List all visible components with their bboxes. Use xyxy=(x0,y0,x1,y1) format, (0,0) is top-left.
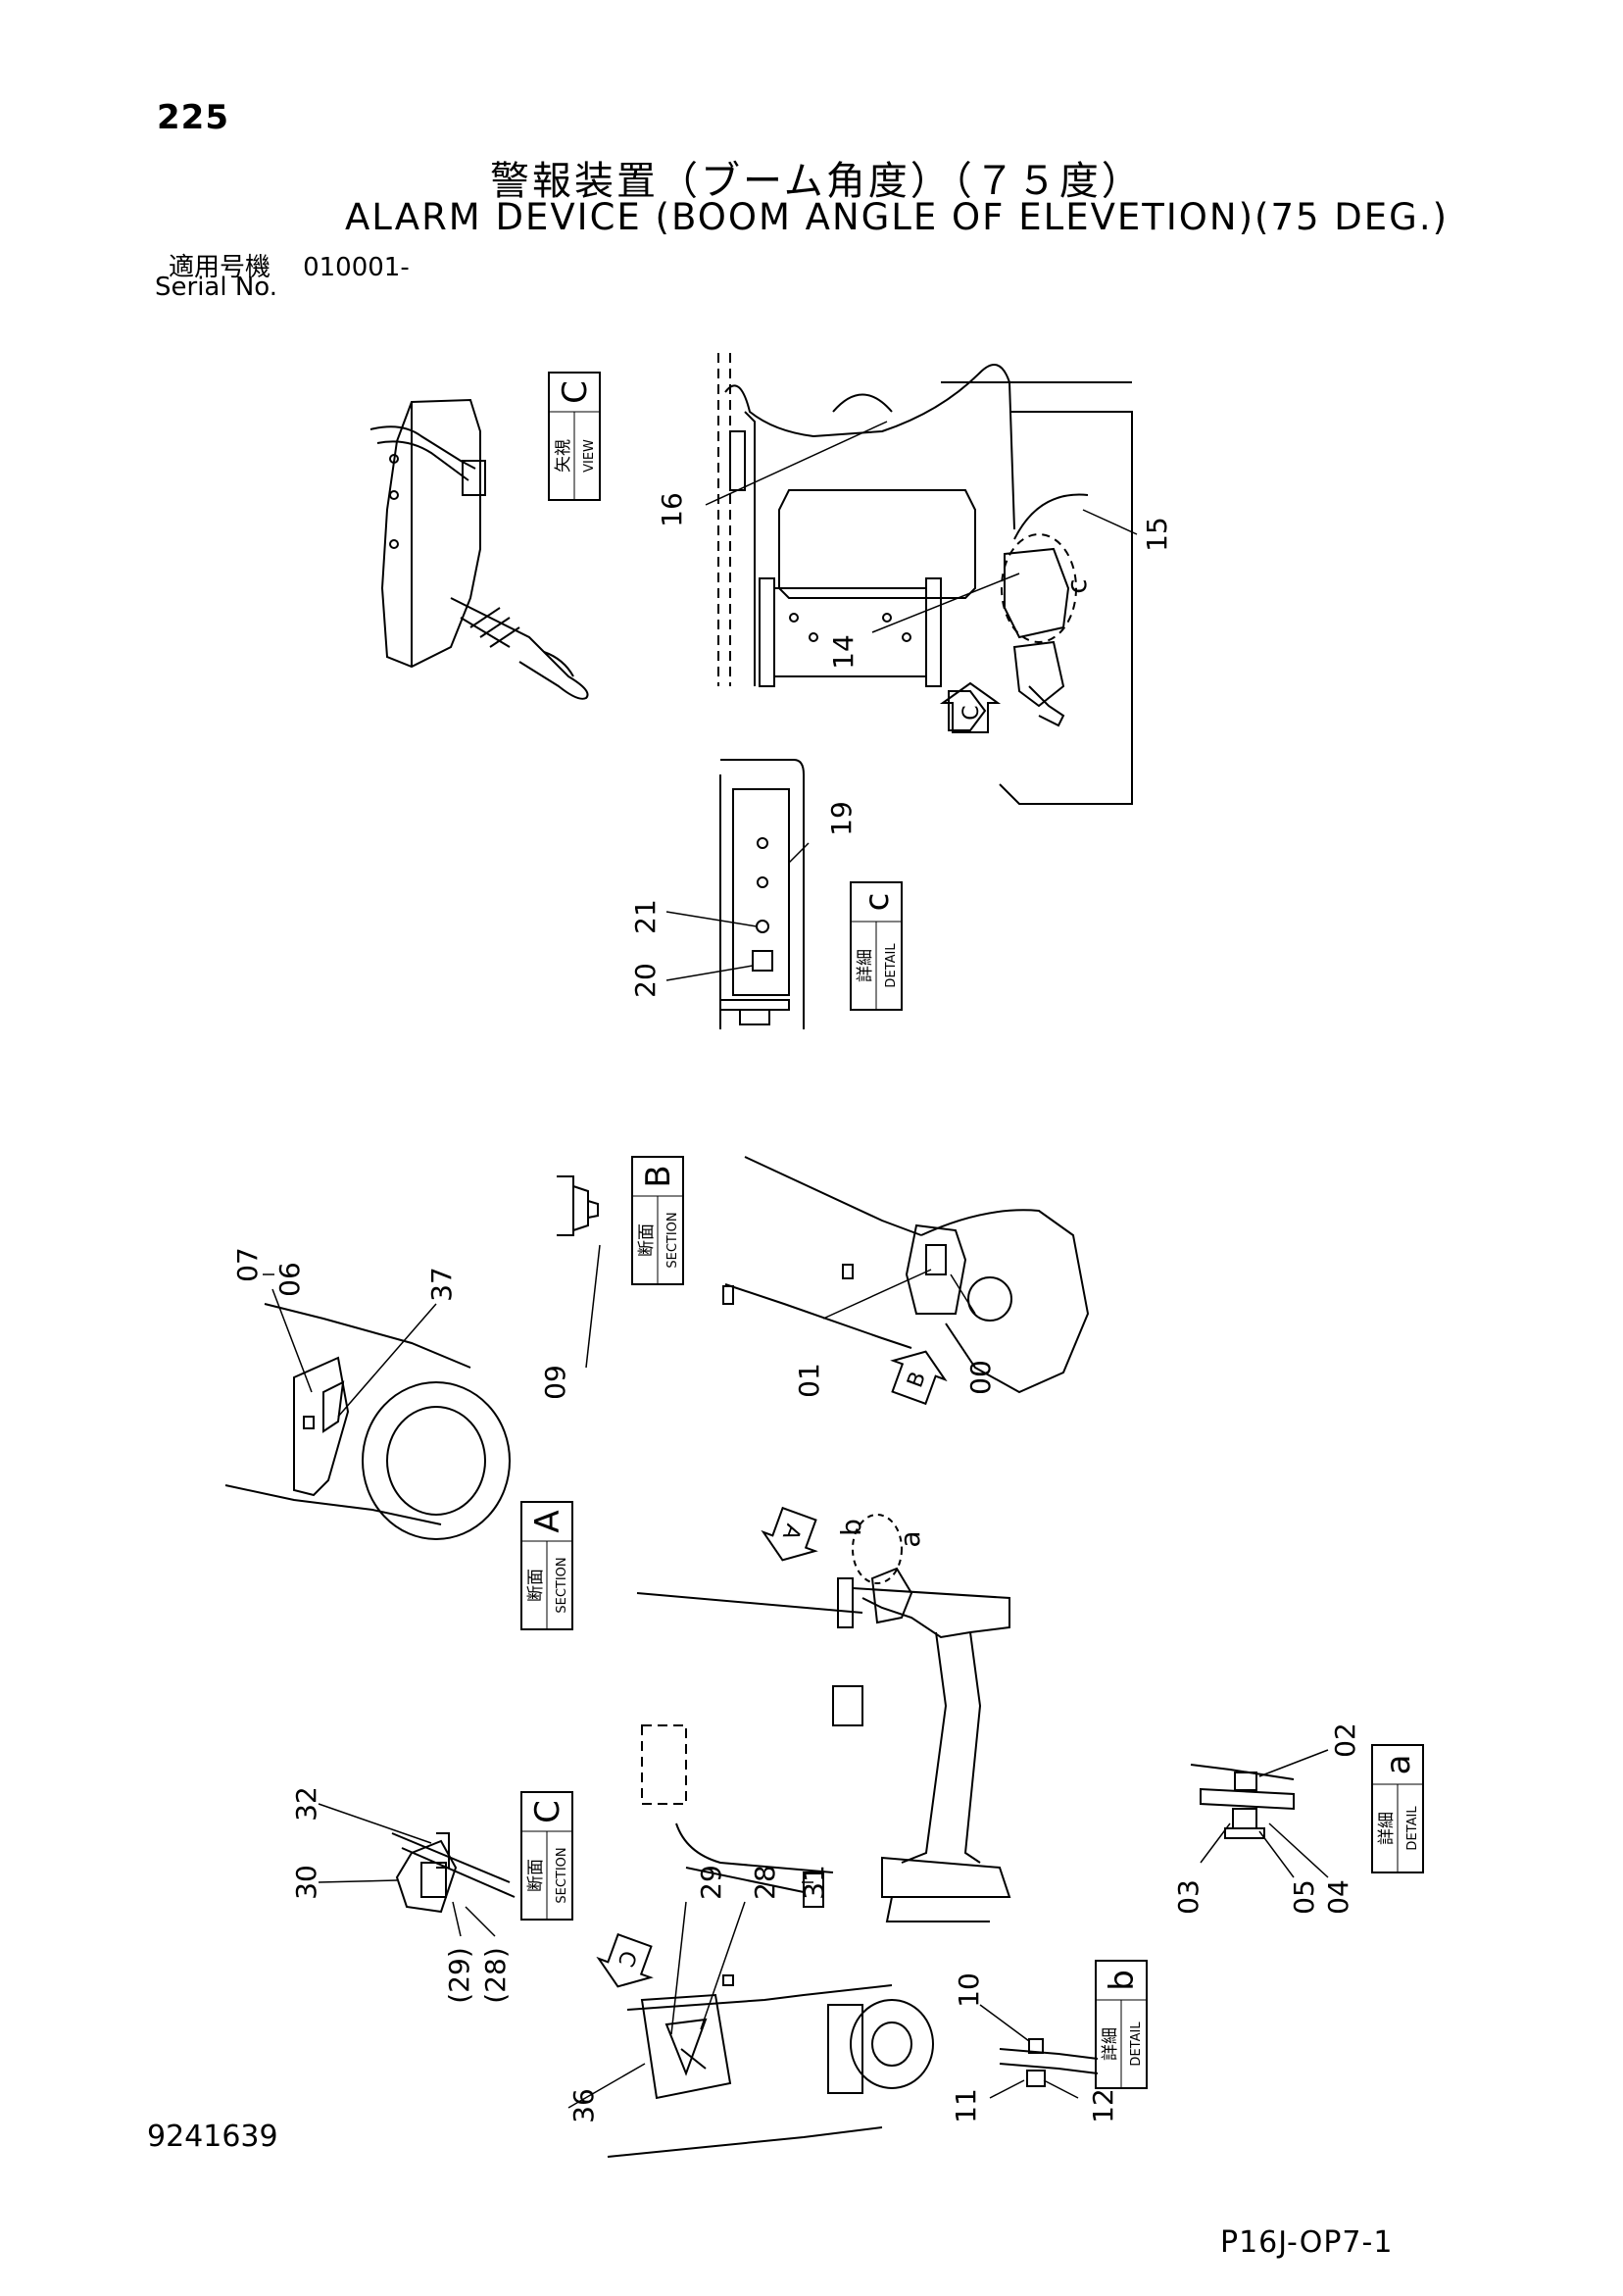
leader-lines-detail-b xyxy=(979,2004,1079,2099)
callout-a: a xyxy=(894,1530,926,1547)
callout-32: 32 xyxy=(290,1786,322,1822)
section-a-en: SECTION xyxy=(555,1557,569,1613)
detail-b-en: DETAIL xyxy=(1129,2021,1144,2067)
detail-b-jp: 詳細 xyxy=(1101,2027,1120,2061)
leader-lines-detail-c xyxy=(665,842,810,981)
section-a-letter: A xyxy=(528,1510,567,1532)
detail-c-en: DETAIL xyxy=(884,943,899,988)
detail-c-letter: c xyxy=(858,893,897,912)
document-number: 9241639 xyxy=(147,2120,278,2154)
view-c-en: VIEW xyxy=(582,439,597,473)
callout-28-paren: (28) xyxy=(479,1947,512,2003)
view-label-detail-b: 詳細 DETAIL b xyxy=(1095,1960,1148,2089)
callout-10: 10 xyxy=(953,1972,985,2008)
view-label-section-a: 断面 SECTION A xyxy=(520,1501,573,1630)
detail-c-jp: 詳細 xyxy=(856,949,875,982)
callout-01: 01 xyxy=(793,1363,825,1398)
serial-info: 適用号機 010001- xyxy=(169,247,410,283)
callout-b: b xyxy=(835,1519,867,1536)
callout-c: c xyxy=(1060,578,1093,593)
arrow-a: A xyxy=(761,1506,818,1562)
section-a-drawing xyxy=(224,1303,511,1540)
callout-00: 00 xyxy=(964,1360,997,1395)
serial-label-en: Serial No. xyxy=(155,273,277,302)
section-b-en: SECTION xyxy=(665,1212,680,1268)
leader-lines-detail-a xyxy=(1200,1749,1329,1878)
callout-21: 21 xyxy=(629,899,662,934)
detail-a-en: DETAIL xyxy=(1405,1806,1420,1851)
title-japanese: 警報装置（ブーム角度）（７５度） xyxy=(490,159,1144,204)
callout-37: 37 xyxy=(425,1267,458,1302)
detail-a-letter: a xyxy=(1379,1755,1418,1775)
lever-view-drawing xyxy=(369,398,589,700)
view-label-section-b: 断面 SECTION B xyxy=(631,1156,684,1285)
section-b-letter: B xyxy=(639,1165,678,1187)
title-english: ALARM DEVICE (BOOM ANGLE OF ELEVETION)(7… xyxy=(345,196,1450,238)
callout-16: 16 xyxy=(656,492,688,527)
range-dashes xyxy=(263,1273,813,1883)
section-c-en: SECTION xyxy=(555,1847,569,1903)
callout-20: 20 xyxy=(629,963,662,998)
callout-15: 15 xyxy=(1141,517,1173,552)
arrow-c-top-letter: C xyxy=(959,705,984,720)
section-b-jp: 断面 xyxy=(637,1223,657,1257)
callout-11: 11 xyxy=(950,2088,982,2123)
callout-05: 05 xyxy=(1288,1879,1320,1915)
callout-07: 07 xyxy=(231,1247,264,1282)
section-b-drawing xyxy=(557,1156,1090,1394)
arrow-c-bottom: C xyxy=(596,1932,654,1988)
callout-03: 03 xyxy=(1172,1879,1205,1915)
page-number: 225 xyxy=(157,98,229,137)
section-a-jp: 断面 xyxy=(526,1569,546,1602)
serial-label-jp: 適用号機 xyxy=(169,253,271,282)
callout-36: 36 xyxy=(567,2088,600,2123)
callout-29-paren: (29) xyxy=(443,1947,475,2003)
bottom-boom-drawing xyxy=(607,1974,934,2158)
detail-a-jp: 詳細 xyxy=(1377,1812,1397,1845)
view-label-section-c: 断面 SECTION C xyxy=(520,1791,573,1921)
view-label-detail-a: 詳細 DETAIL a xyxy=(1371,1744,1424,1873)
view-c-frame-drawing xyxy=(717,353,1133,805)
leader-lines-bottom xyxy=(567,1901,746,2109)
detail-b-drawing xyxy=(999,2038,1099,2087)
callout-04: 04 xyxy=(1322,1879,1354,1915)
detail-b-letter: b xyxy=(1103,1970,1142,1991)
machine-center-drawing xyxy=(636,1514,1011,1922)
section-c-drawing xyxy=(391,1832,516,1914)
callout-28: 28 xyxy=(749,1865,781,1900)
callout-12: 12 xyxy=(1087,2088,1119,2123)
detail-a-drawing xyxy=(1190,1764,1295,1839)
callout-02: 02 xyxy=(1329,1722,1361,1758)
callout-30: 30 xyxy=(290,1865,322,1900)
view-c-jp: 矢視 xyxy=(554,439,573,473)
view-label-detail-c: 詳細 DETAIL c xyxy=(850,881,903,1011)
detail-c-drawing xyxy=(719,759,805,1029)
leader-lines-section-c xyxy=(318,1803,496,1937)
arrow-b: B xyxy=(890,1350,948,1406)
callout-19: 19 xyxy=(825,801,858,836)
callout-06: 06 xyxy=(273,1262,306,1297)
view-c-letter: C xyxy=(556,380,595,404)
callout-29: 29 xyxy=(695,1865,727,1900)
serial-value: 010001- xyxy=(303,253,410,282)
arrow-c-bottom-letter: C xyxy=(613,1947,641,1970)
arrow-b-letter: B xyxy=(903,1369,931,1391)
section-c-letter: C xyxy=(528,1800,567,1823)
page-code: P16J-OP7-1 xyxy=(1220,2225,1394,2260)
arrow-c-top: C xyxy=(939,681,1002,733)
arrow-a-letter: A xyxy=(777,1521,806,1543)
view-label-view-c: 矢視 VIEW C xyxy=(548,372,601,501)
section-c-jp: 断面 xyxy=(526,1859,546,1892)
callout-09: 09 xyxy=(539,1365,571,1400)
leader-lines-section-a xyxy=(271,1288,437,1418)
leader-lines-section-b xyxy=(585,1244,976,1369)
callout-14: 14 xyxy=(827,634,860,670)
leader-lines-top xyxy=(705,421,1138,633)
